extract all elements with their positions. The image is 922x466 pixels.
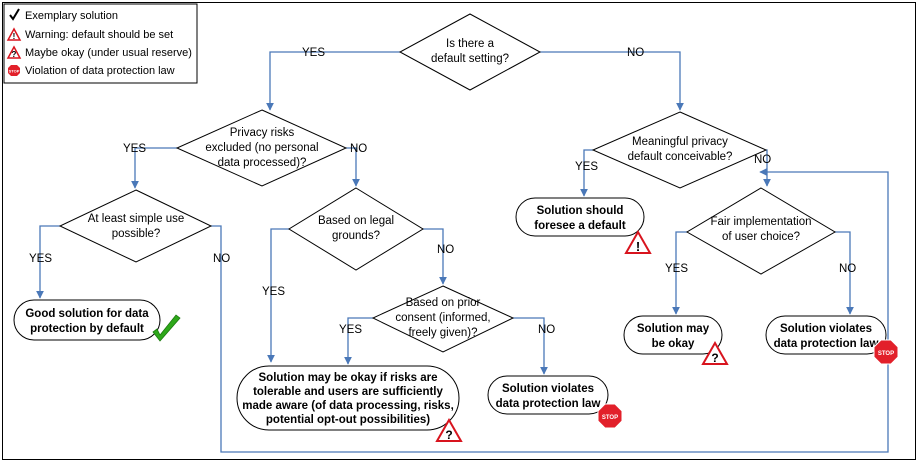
stop-sign-icon: STOP: [873, 339, 899, 365]
svg-text:?: ?: [711, 351, 718, 365]
yes-label: YES: [339, 324, 362, 336]
svg-text:!: !: [636, 239, 640, 254]
yes-label: YES: [302, 47, 325, 59]
yes-label: YES: [575, 161, 598, 173]
yes-label: YES: [123, 143, 146, 155]
legend-exemplary-label: Exemplary solution: [25, 10, 118, 22]
stop-sign-text: STOP: [602, 415, 618, 421]
svg-text:STOP: STOP: [9, 69, 20, 74]
diagram-frame: [2, 2, 916, 460]
yes-label: YES: [665, 263, 688, 275]
legend-stop-label: Violation of data protection law: [25, 65, 175, 77]
svg-text:Solution may be okay if risks: Solution may be okay if risks aretolerab…: [242, 372, 454, 426]
yes-label: YES: [262, 286, 285, 298]
legend-warning-label: Warning: default should be set: [25, 29, 173, 41]
no-label: NO: [754, 154, 771, 166]
legend: Exemplary solution ! Warning: default sh…: [3, 3, 198, 84]
no-label: NO: [627, 47, 644, 59]
stop-sign-icon: STOP: [597, 403, 623, 429]
red-question-triangle-icon: ?: [701, 340, 729, 365]
legend-warning-icon: !: [6, 27, 22, 41]
legend-maybe-label: Maybe okay (under usual reserve): [25, 47, 192, 59]
no-label: NO: [213, 253, 230, 265]
yes-label: YES: [29, 253, 52, 265]
no-label: NO: [538, 324, 555, 336]
svg-text:?: ?: [12, 50, 17, 59]
svg-text:!: !: [13, 32, 16, 41]
legend-check-icon: [9, 8, 20, 21]
stop-sign-text: STOP: [878, 351, 894, 357]
branch-labels: YES NO YES NO YES NO YES NO YES NO YES N…: [29, 47, 856, 336]
no-label: NO: [437, 244, 454, 256]
no-label: NO: [839, 263, 856, 275]
green-checkmark-icon: [152, 314, 181, 342]
legend-maybe-icon: ?: [6, 45, 22, 59]
red-question-triangle-icon: ?: [435, 417, 463, 442]
red-exclamation-triangle-icon: !: [624, 229, 652, 254]
no-label: NO: [350, 143, 367, 155]
legend-stop-icon: STOP: [8, 65, 20, 76]
svg-text:?: ?: [445, 428, 452, 442]
